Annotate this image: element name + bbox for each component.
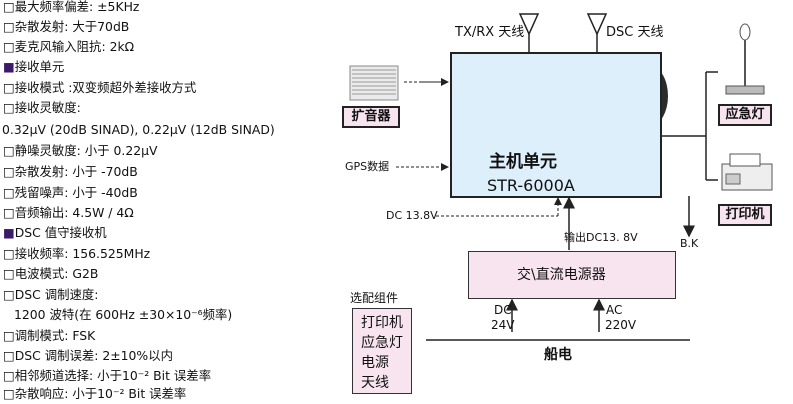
dc-input-voltage: 24V — [491, 318, 515, 332]
ship-power-label: 船电 — [544, 347, 572, 363]
spec-line: □杂散发射: 小于 -70dB — [3, 164, 138, 179]
spec-line: □最大频率偏差: ±5KHz — [3, 0, 140, 14]
ac-input-voltage: 220V — [605, 318, 637, 332]
printer-label: 打印机 — [718, 204, 772, 226]
emergency-light-icon — [725, 23, 765, 95]
dc-input-label: DC 13.8V — [386, 209, 438, 222]
spec-line: □DSC 调制误差: 2±10%以内 — [3, 348, 173, 363]
spec-line: □接收灵敏度: — [3, 100, 81, 115]
gps-data-label: GPS数据 — [345, 160, 390, 173]
printer-icon — [721, 153, 773, 191]
txrx-antenna-label: TX/RX 天线 — [455, 25, 525, 40]
bk-label: B.K — [680, 237, 699, 250]
spec-line: □相邻频道选择: 小于10⁻² Bit 误差率 — [3, 368, 212, 383]
emergency-light-label: 应急灯 — [718, 104, 772, 126]
spec-line: □电波模式: G2B — [3, 266, 99, 281]
spec-line: □接收频率: 156.525MHz — [3, 246, 151, 261]
dsc-antenna-label: DSC 天线 — [606, 25, 664, 40]
spec-section-heading: ■接收单元 — [3, 59, 65, 74]
spec-line: 1200 波特(在 600Hz ±30×10⁻⁶频率) — [14, 307, 233, 322]
main-unit-title: 主机单元 — [489, 152, 557, 172]
option-item: 电源 — [361, 355, 389, 371]
option-item: 打印机 — [361, 315, 403, 331]
options-title: 选配组件 — [350, 291, 399, 305]
option-item: 应急灯 — [361, 335, 403, 351]
spec-line: □调制模式: FSK — [3, 328, 96, 343]
spec-line: □残留噪声: 小于 -40dB — [3, 185, 138, 200]
dc-input-type: DC — [494, 303, 512, 317]
options-box: 打印机 应急灯 电源 天线 — [352, 308, 412, 394]
spec-line: □杂散发射: 大于70dB — [3, 19, 130, 34]
txrx-antenna-icon — [518, 13, 540, 52]
spec-line: □音频输出: 4.5W / 4Ω — [3, 205, 134, 220]
spec-line: □接收模式 :双变频超外差接收方式 — [3, 80, 197, 95]
spec-section-heading: ■DSC 值守接收机 — [3, 225, 107, 240]
option-item: 天线 — [361, 375, 389, 391]
main-unit-box — [450, 52, 662, 198]
spec-line: 0.32μV (20dB SINAD), 0.22μV (12dB SINAD) — [2, 122, 275, 137]
speaker-icon — [349, 65, 399, 101]
spec-line: □静噪灵敏度: 小于 0.22μV — [3, 143, 158, 158]
dsc-antenna-icon — [586, 13, 608, 52]
spec-line: □麦克风输入阻抗: 2kΩ — [3, 39, 135, 54]
output-dc-label: 输出DC13. 8V — [564, 231, 638, 244]
speaker-label: 扩音器 — [342, 106, 400, 128]
spec-line: □DSC 调制速度: — [3, 287, 99, 302]
main-unit-model: STR-6000A — [487, 176, 575, 195]
spec-line: □杂散响应: 小于10⁻² Bit 误差率 — [3, 386, 187, 401]
power-supply-label: 交\直流电源器 — [517, 267, 606, 283]
ac-input-type: AC — [606, 303, 623, 317]
power-supply-box — [468, 251, 676, 299]
